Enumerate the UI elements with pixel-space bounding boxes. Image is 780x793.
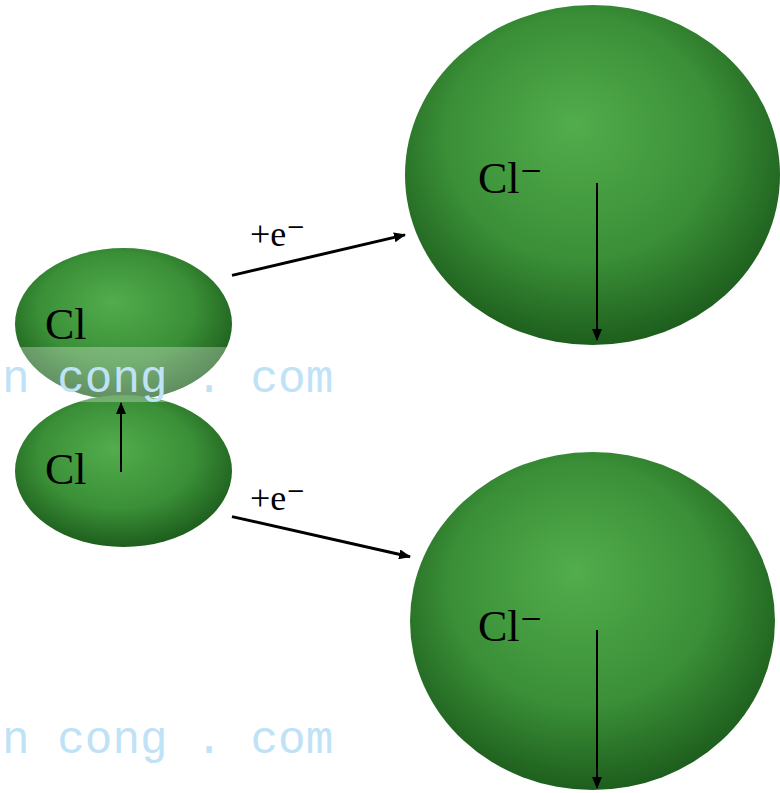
electron-label: +e⁻	[250, 216, 305, 252]
edge-label-box: +e⁻	[250, 216, 305, 252]
sphere-fill	[410, 452, 775, 790]
sphere-fill	[405, 5, 780, 345]
electron-gain-arrow	[232, 517, 410, 557]
atom-sphere: Cl	[15, 395, 232, 547]
sphere-fill	[15, 395, 232, 547]
sphere-shape	[405, 5, 780, 345]
atom-sphere: Cl⁻	[405, 5, 780, 345]
sphere-shape	[410, 452, 775, 790]
atom-symbol: Cl⁻	[478, 157, 543, 201]
atom-symbol: Cl	[45, 303, 87, 347]
watermark: n cong . com	[2, 357, 333, 403]
atom-sphere: Cl⁻	[410, 452, 775, 790]
edge-label-box: +e⁻	[250, 480, 305, 516]
watermark-box: n cong . com	[2, 357, 333, 403]
atom-symbol: Cl	[45, 448, 87, 492]
atom-symbol: Cl⁻	[478, 605, 543, 649]
watermark-box: n cong . com	[2, 718, 333, 764]
electron-label: +e⁻	[250, 480, 305, 516]
watermark: n cong . com	[2, 718, 333, 764]
